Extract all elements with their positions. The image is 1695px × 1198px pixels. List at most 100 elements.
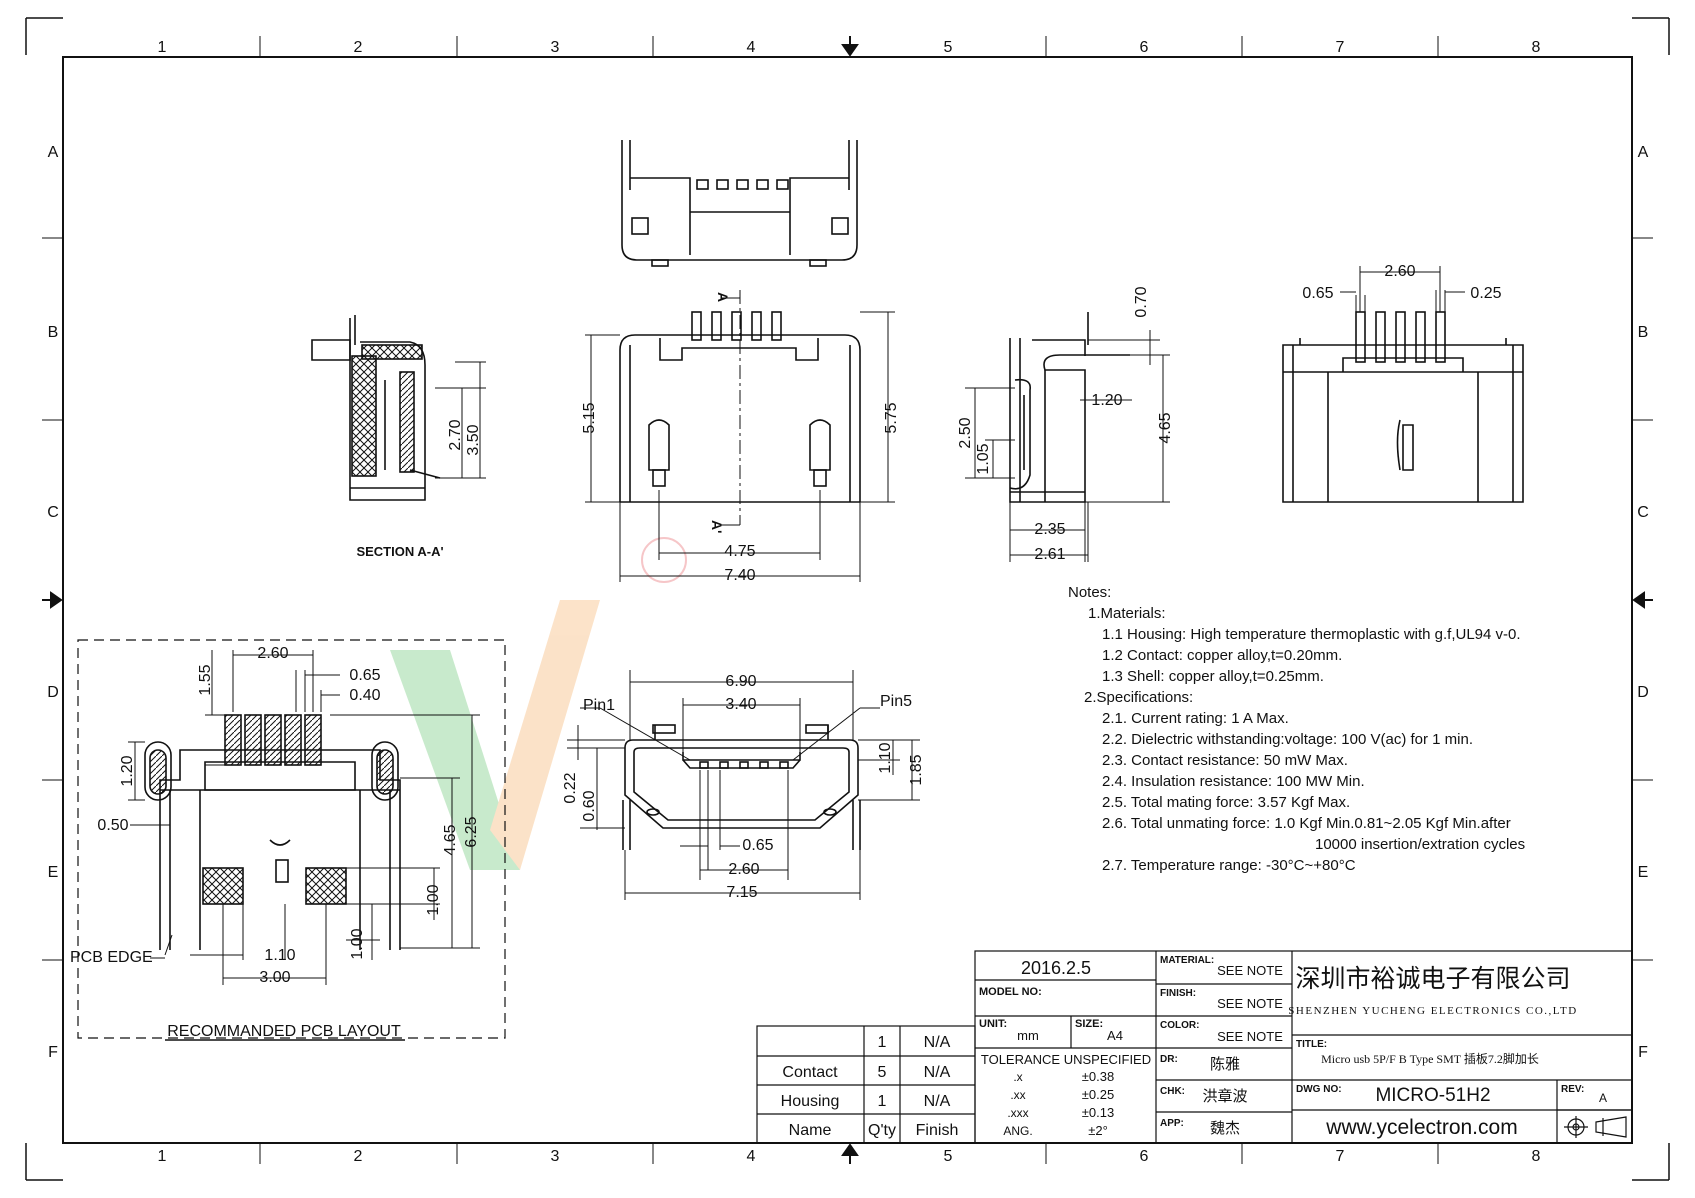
tol-val-2: ±0.25 bbox=[1082, 1087, 1114, 1102]
model-no-label: MODEL NO: bbox=[979, 986, 1042, 998]
dim-side-235: 2.35 bbox=[1034, 521, 1065, 538]
bom-row-2-finish: N/A bbox=[924, 1064, 951, 1081]
dim-front-515: 5.15 bbox=[581, 402, 598, 433]
pin5-label: Pin5 bbox=[880, 693, 912, 710]
bom-row-3-name: Housing bbox=[781, 1093, 840, 1110]
front-dims bbox=[585, 297, 895, 582]
row-label-d-right: D bbox=[1637, 684, 1649, 701]
row-label-b: B bbox=[48, 324, 59, 341]
section-view bbox=[311, 315, 441, 501]
dim-side-070: 0.70 bbox=[1133, 286, 1150, 317]
dim-side-250: 2.50 bbox=[957, 417, 974, 448]
chk-value: 洪章波 bbox=[1202, 1087, 1247, 1105]
notes-line-11: 2.6. Total unmating force: 1.0 Kgf Min.0… bbox=[1102, 815, 1511, 832]
row-label-c-right: C bbox=[1637, 504, 1649, 521]
dim-mating-185: 1.85 bbox=[908, 754, 925, 785]
notes-line-10: 2.5. Total mating force: 3.57 Kgf Max. bbox=[1102, 794, 1351, 811]
tol-val-3: ±0.13 bbox=[1082, 1105, 1114, 1120]
col-label-3-bottom: 3 bbox=[551, 1148, 560, 1165]
dr-value: 陈雅 bbox=[1210, 1055, 1240, 1073]
top-view bbox=[621, 140, 858, 267]
pcb-edge-label: PCB EDGE bbox=[70, 949, 153, 966]
dim-front-740: 7.40 bbox=[724, 567, 755, 584]
dim-mating-022: 0.22 bbox=[562, 772, 579, 803]
material-label: MATERIAL: bbox=[1160, 955, 1214, 966]
notes-line-2: 1.1 Housing: High temperature thermoplas… bbox=[1102, 626, 1521, 643]
pcb-layout bbox=[77, 639, 506, 1039]
title-label: TITLE: bbox=[1296, 1039, 1327, 1050]
col-label-5: 5 bbox=[944, 39, 953, 56]
col-label-2: 2 bbox=[354, 39, 363, 56]
side-view bbox=[1009, 312, 1130, 503]
row-label-f: F bbox=[48, 1044, 58, 1061]
col-label-7: 7 bbox=[1336, 39, 1345, 56]
dim-side-105: 1.05 bbox=[975, 443, 992, 474]
dim-pcb-155: 1.55 bbox=[197, 664, 214, 695]
notes-line-3: 1.2 Contact: copper alloy,t=0.20mm. bbox=[1102, 647, 1343, 664]
col-label-7-bottom: 7 bbox=[1336, 1148, 1345, 1165]
notes-heading: Notes: bbox=[1068, 584, 1112, 601]
rev-value: A bbox=[1599, 1091, 1607, 1105]
row-label-a: A bbox=[48, 144, 59, 161]
notes-line-12: 10000 insertion/extration cycles bbox=[1315, 836, 1526, 853]
dim-mating-060: 0.60 bbox=[581, 790, 598, 821]
dim-side-465: 4.65 bbox=[1157, 412, 1174, 443]
dim-mating-690: 6.90 bbox=[725, 673, 756, 690]
dim-pcb-100-b: 1.00 bbox=[349, 928, 366, 959]
app-value: 魏杰 bbox=[1210, 1120, 1240, 1137]
dim-mating-065: 0.65 bbox=[742, 837, 773, 854]
col-label-3: 3 bbox=[551, 39, 560, 56]
projection-symbol-icon bbox=[1564, 1116, 1627, 1138]
row-label-c: C bbox=[47, 504, 59, 521]
notes-line-5: 2.Specifications: bbox=[1084, 689, 1194, 706]
dim-pcb-120: 1.20 bbox=[119, 755, 136, 786]
section-marker-a-prime: A' bbox=[709, 520, 725, 533]
company-name-cn: 深圳市裕诚电子有限公司 bbox=[1295, 965, 1570, 993]
dim-side-120: 1.20 bbox=[1091, 392, 1122, 409]
dim-pcb-300: 3.00 bbox=[259, 969, 290, 986]
rear-view bbox=[1282, 311, 1524, 503]
col-label-6-bottom: 6 bbox=[1140, 1148, 1149, 1165]
dim-mating-715: 7.15 bbox=[726, 884, 757, 901]
row-label-b-right: B bbox=[1638, 324, 1649, 341]
notes-line-1: 1.Materials: bbox=[1088, 605, 1166, 622]
dim-mating-110: 1.10 bbox=[877, 742, 894, 773]
dim-front-575: 5.75 bbox=[883, 402, 900, 433]
color-label: COLOR: bbox=[1160, 1020, 1199, 1031]
col-label-4: 4 bbox=[747, 39, 756, 56]
size-value: A4 bbox=[1107, 1028, 1123, 1043]
dim-section-270: 2.70 bbox=[447, 419, 464, 450]
tol-val-4: ±2° bbox=[1088, 1123, 1108, 1138]
finish-value: SEE NOTE bbox=[1217, 996, 1283, 1011]
size-label: SIZE: bbox=[1075, 1018, 1103, 1030]
col-label-6: 6 bbox=[1140, 39, 1149, 56]
bom-table bbox=[756, 1025, 976, 1144]
notes-line-6: 2.1. Current rating: 1 A Max. bbox=[1102, 710, 1289, 727]
bom-row-2-name: Contact bbox=[782, 1064, 838, 1081]
title-value: Micro usb 5P/F B Type SMT 插板7.2脚加长 bbox=[1321, 1051, 1539, 1066]
notes-line-7: 2.2. Dielectric withstanding:voltage: 10… bbox=[1102, 731, 1474, 748]
app-label: APP: bbox=[1160, 1118, 1184, 1129]
company-website: www.ycelectron.com bbox=[1325, 1116, 1517, 1139]
front-view bbox=[619, 290, 861, 525]
col-label-4-bottom: 4 bbox=[747, 1148, 756, 1165]
dim-pcb-465: 4.65 bbox=[442, 824, 459, 855]
color-value: SEE NOTE bbox=[1217, 1029, 1283, 1044]
bom-header-qty: Q'ty bbox=[868, 1122, 896, 1139]
bom-row-3-qty: 1 bbox=[878, 1093, 887, 1110]
dim-mating-340: 3.40 bbox=[725, 696, 756, 713]
pcb-dims bbox=[128, 650, 480, 1041]
notes-line-8: 2.3. Contact resistance: 50 mW Max. bbox=[1102, 752, 1348, 769]
tol-key-4: ANG. bbox=[1003, 1124, 1032, 1138]
unit-label: UNIT: bbox=[979, 1018, 1007, 1030]
pcb-layout-label: RECOMMANDED PCB LAYOUT bbox=[167, 1023, 401, 1040]
rear-dims bbox=[1340, 266, 1465, 312]
section-label: SECTION A-A' bbox=[356, 544, 443, 559]
material-value: SEE NOTE bbox=[1217, 963, 1283, 978]
tol-key-2: .xx bbox=[1010, 1088, 1025, 1102]
dim-mating-260: 2.60 bbox=[728, 861, 759, 878]
bom-row-1-qty: 1 bbox=[878, 1034, 887, 1051]
dim-rear-025: 0.25 bbox=[1470, 285, 1501, 302]
col-label-2-bottom: 2 bbox=[354, 1148, 363, 1165]
chk-label: CHK: bbox=[1160, 1086, 1185, 1097]
